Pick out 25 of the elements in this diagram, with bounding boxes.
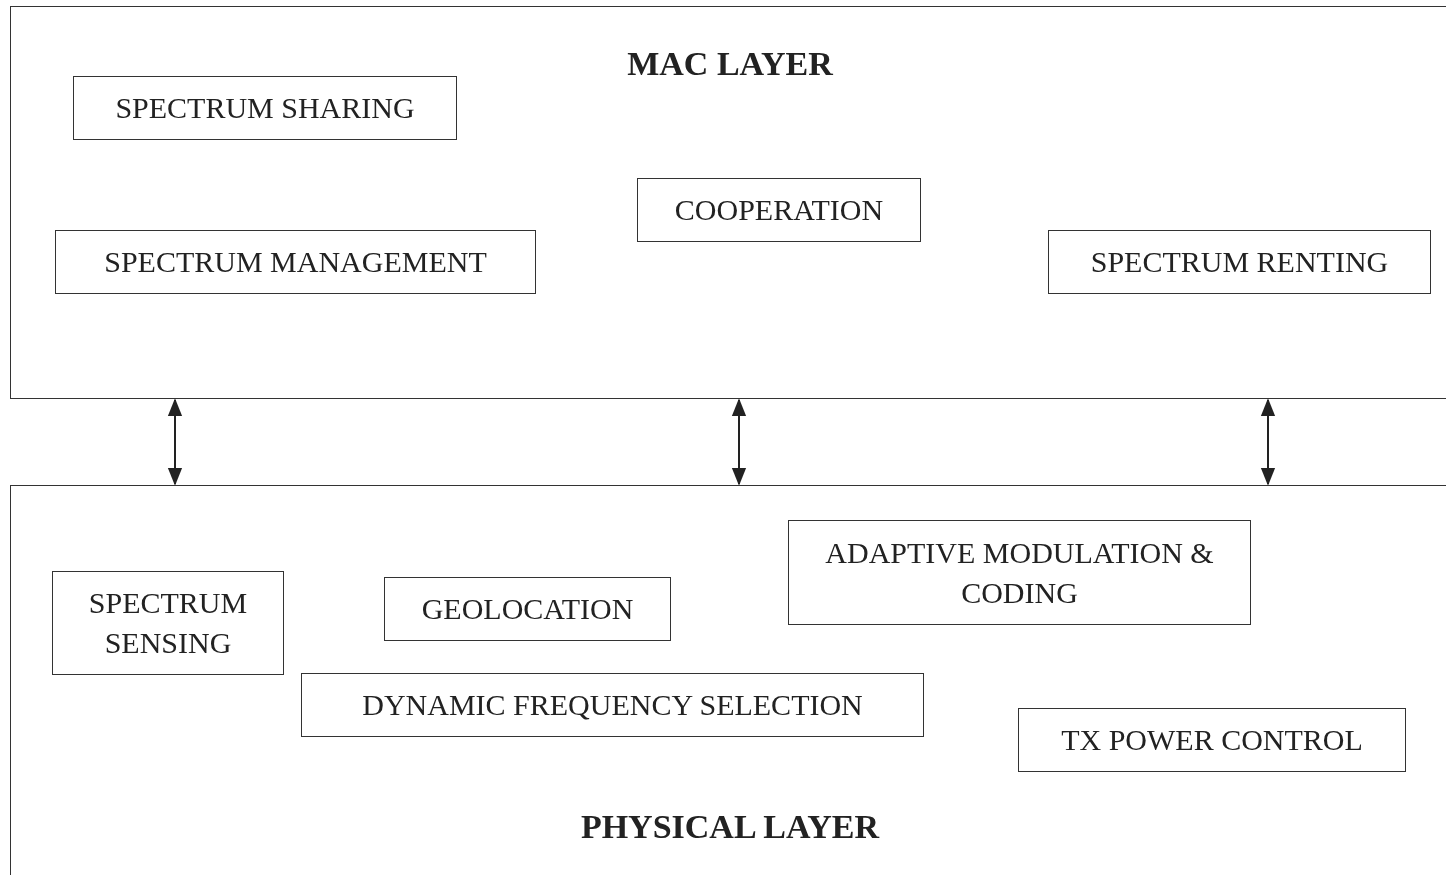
box-label: SPECTRUM MANAGEMENT bbox=[104, 244, 487, 280]
box-label: TX POWER CONTROL bbox=[1061, 722, 1363, 758]
function-box bbox=[73, 76, 457, 140]
layer-title: MAC LAYER bbox=[627, 45, 833, 83]
box-label: SPECTRUM RENTING bbox=[1090, 244, 1389, 280]
function-box bbox=[1018, 708, 1406, 772]
double-headed-arrow bbox=[1260, 398, 1276, 486]
function-box bbox=[55, 230, 536, 294]
box-label: COOPERATION bbox=[674, 192, 884, 228]
function-box bbox=[637, 178, 921, 242]
box-label: ADAPTIVE MODULATION & CODING bbox=[824, 534, 1215, 611]
double-headed-arrow bbox=[167, 398, 183, 486]
box-label: SPECTRUM SENSING bbox=[87, 585, 249, 661]
layer-title: PHYSICAL LAYER bbox=[580, 808, 880, 846]
layer-panel bbox=[10, 485, 1446, 875]
layer-panel bbox=[10, 6, 1446, 399]
function-box bbox=[788, 520, 1251, 625]
double-headed-arrow bbox=[731, 398, 747, 486]
box-label: DYNAMIC FREQUENCY SELECTION bbox=[362, 687, 863, 723]
function-box bbox=[301, 673, 924, 737]
box-label: GEOLOCATION bbox=[421, 591, 634, 627]
function-box bbox=[384, 577, 671, 641]
function-box bbox=[52, 571, 284, 675]
function-box bbox=[1048, 230, 1431, 294]
box-label: SPECTRUM SHARING bbox=[115, 90, 415, 126]
